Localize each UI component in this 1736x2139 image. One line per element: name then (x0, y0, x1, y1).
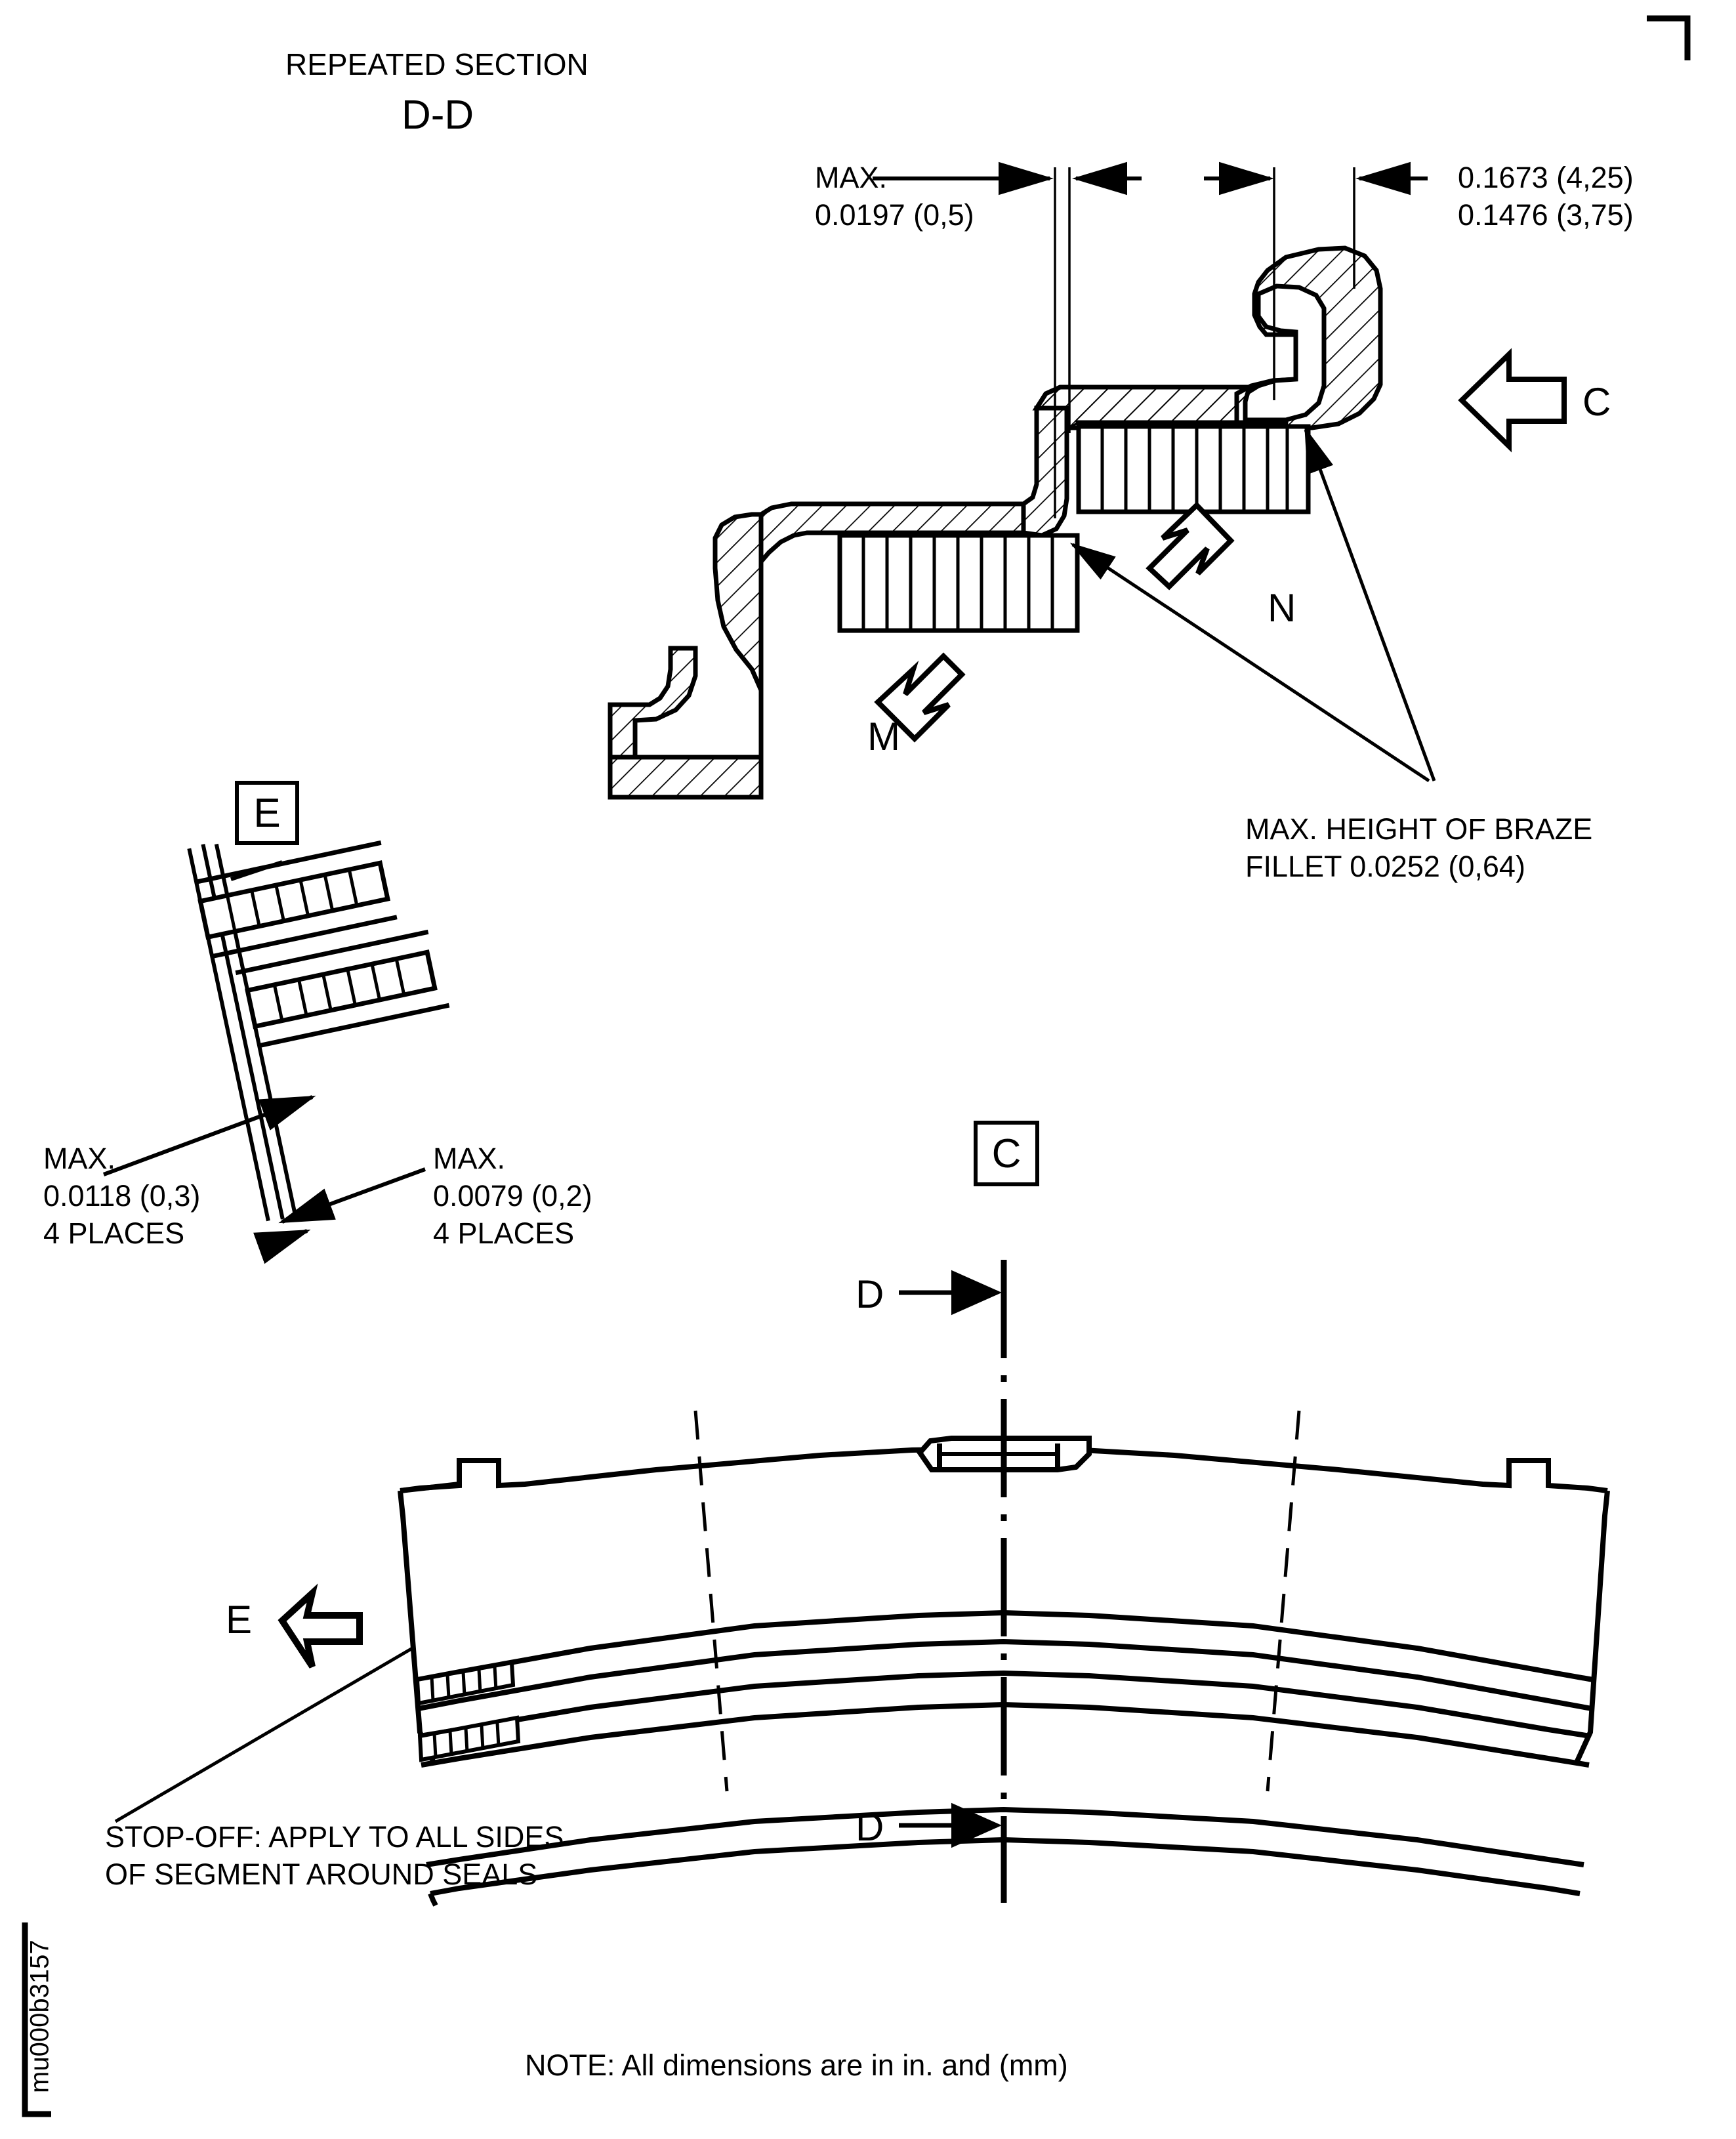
dim-max-value-left: 0.0197 (0,5) (815, 198, 974, 232)
view-arrow-e-label: E (226, 1598, 253, 1642)
segment-stopoff-comb-lower (417, 1715, 521, 1762)
dim-right-upper: 0.1673 (4,25) (1458, 161, 1634, 194)
detail-e-dim-left-label: MAX. (43, 1142, 116, 1175)
corner-bracket-top-right (1647, 15, 1691, 60)
view-label-c-text: C (991, 1131, 1022, 1176)
view-arrow-m-label: M (867, 715, 900, 758)
section-middle-web (758, 501, 1026, 568)
braze-fillet-stack-lower (837, 533, 1080, 633)
view-arrow-n (1146, 501, 1235, 591)
section-riser-wall (1021, 405, 1069, 538)
section-right-hook (1234, 245, 1383, 430)
view-label-c: C (974, 1121, 1039, 1186)
braze-note-line2: FILLET 0.0252 (0,64) (1245, 850, 1525, 883)
footer-note: NOTE: All dimensions are in in. and (mm) (525, 2048, 1068, 2082)
detail-e-dimension-leaders (102, 860, 426, 1264)
braze-fillet-leader-lines (1069, 426, 1436, 783)
detail-e-dim-left-places: 4 PLACES (43, 1216, 185, 1250)
view-arrow-e-segment (278, 1583, 363, 1669)
view-arrow-c (1458, 348, 1567, 453)
view-arrow-n-label: N (1268, 586, 1296, 630)
corner-bracket-bottom-left (22, 1922, 51, 2117)
view-arrow-c-label: C (1582, 380, 1611, 424)
detail-e-dim-right-value: 0.0079 (0,2) (433, 1179, 592, 1213)
detail-e-comb-lower (235, 929, 450, 1049)
detail-e-dim-right-places: 4 PLACES (433, 1216, 575, 1250)
drawing-title-line2: D-D (402, 93, 474, 138)
drawing-title-line1: REPEATED SECTION (285, 47, 589, 81)
section-marker-arrows (899, 1270, 1002, 1848)
section-upper-web (1032, 384, 1289, 432)
braze-note-line1: MAX. HEIGHT OF BRAZE (1245, 812, 1593, 846)
section-lower-left-member (608, 512, 764, 800)
segment-plan-view (114, 1260, 1610, 1907)
section-dd-geometry (608, 161, 1567, 800)
drawing-id-stamp: mu000b3157 (25, 1940, 54, 2093)
detail-e-dim-right-label: MAX. (433, 1142, 506, 1175)
braze-fillet-stack-upper (1076, 424, 1311, 514)
dim-right-lower: 0.1476 (3,75) (1458, 198, 1634, 232)
detail-label-e-text: E (253, 790, 281, 836)
segment-stopoff-comb-upper (415, 1660, 516, 1706)
detail-e-dim-left-value: 0.0118 (0,3) (43, 1179, 201, 1213)
dim-max-label-left: MAX. (815, 161, 888, 194)
stopoff-note-line1: STOP-OFF: APPLY TO ALL SIDES (105, 1820, 564, 1854)
section-marker-bottom-label: D (856, 1805, 884, 1849)
detail-e-comb-upper (196, 840, 398, 959)
detail-label-e: E (235, 781, 299, 845)
view-arrow-m (874, 652, 966, 743)
section-marker-top-label: D (856, 1272, 884, 1316)
detail-e-geometry (187, 840, 450, 1222)
stopoff-note-line2: OF SEGMENT AROUND SEALS (105, 1858, 538, 1891)
dimension-extension-lines (1054, 167, 1355, 518)
